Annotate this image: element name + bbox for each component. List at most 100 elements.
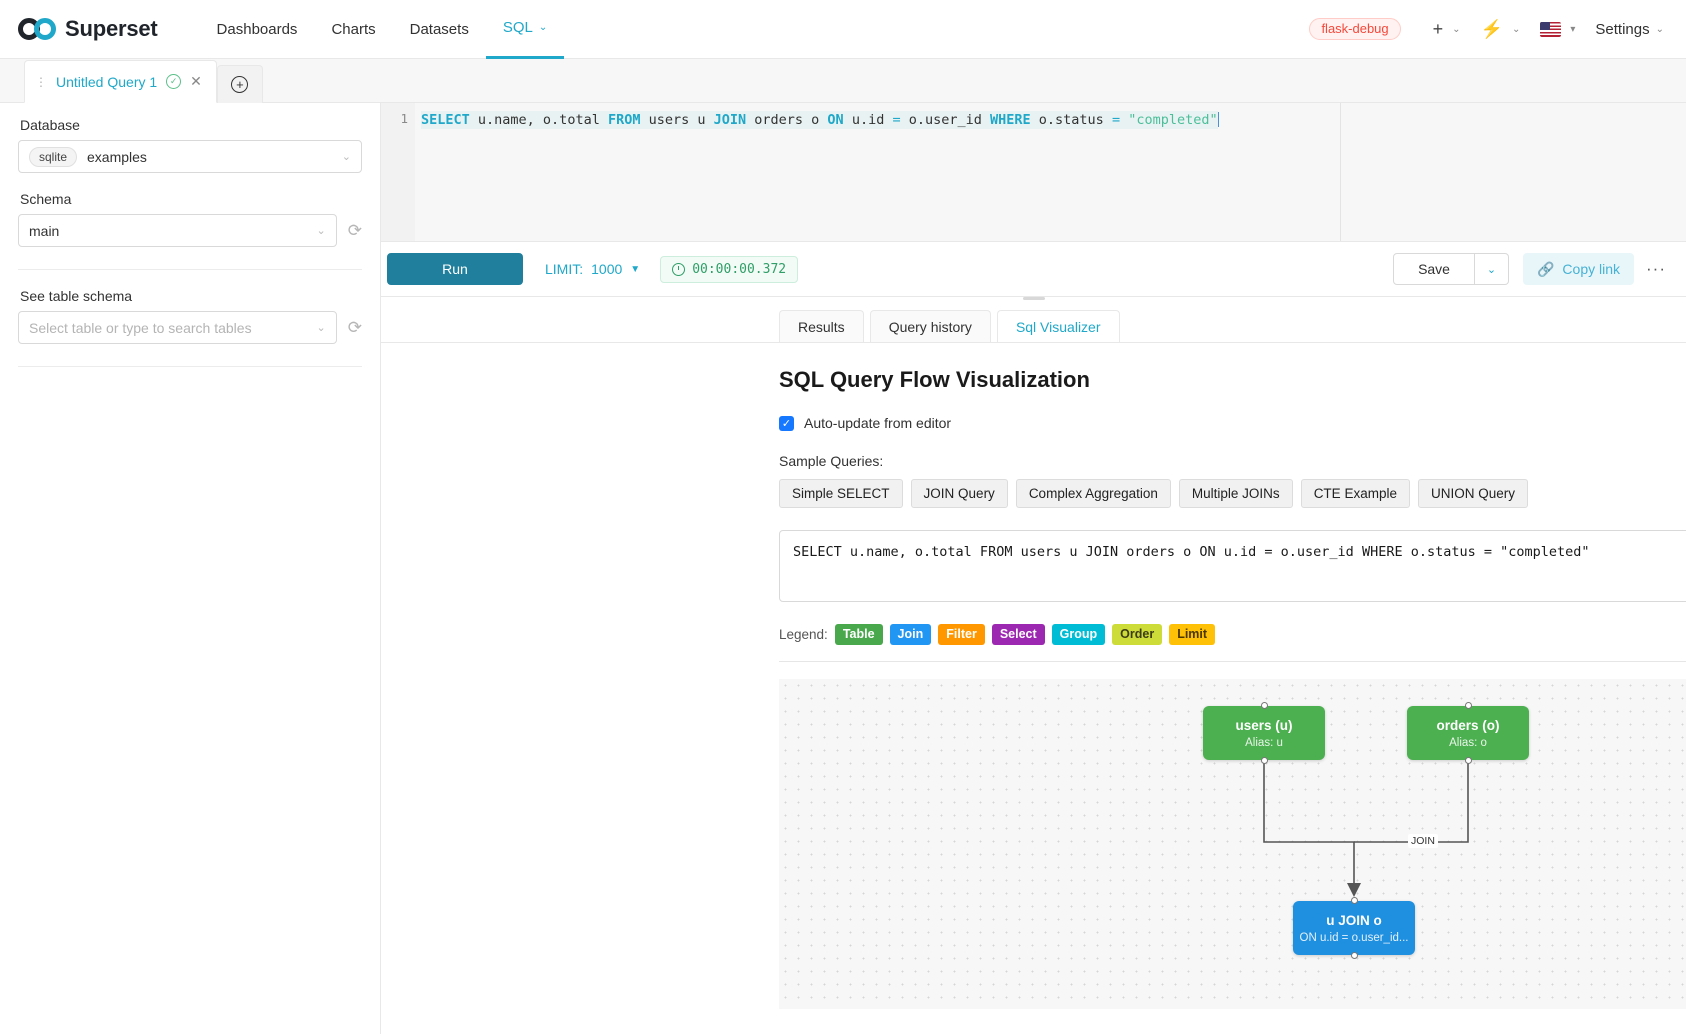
sql-visualizer-panel: SQL Query Flow Visualization ✓ Auto-upda…	[381, 343, 1686, 1034]
language-selector[interactable]: ▾	[1530, 21, 1585, 37]
editor-resize-handle[interactable]	[1022, 297, 1045, 300]
result-tab-bar: Results Query history Sql Visualizer	[381, 297, 1686, 343]
settings-menu[interactable]: Settings ⌄	[1585, 21, 1664, 38]
limit-dropdown[interactable]: LIMIT: 1000 ▼	[545, 261, 640, 277]
node-port-bottom	[1350, 952, 1358, 959]
auto-update-label[interactable]: Auto-update from editor	[804, 415, 952, 431]
lightning-bolt-icon[interactable]: ⚡⌄	[1480, 18, 1521, 39]
flow-node-title: orders (o)	[1436, 717, 1500, 733]
check-circle-icon: ✓	[166, 74, 182, 89]
legend-label: Legend:	[779, 627, 828, 642]
copy-link-button[interactable]: 🔗 Copy link	[1522, 253, 1635, 285]
refresh-schema-icon[interactable]: ⟳	[347, 220, 362, 240]
chevron-down-icon: ⌄	[1452, 23, 1461, 35]
limit-label: LIMIT:	[545, 261, 584, 277]
sample-query-cte-example[interactable]: CTE Example	[1300, 479, 1410, 508]
settings-label: Settings	[1595, 20, 1650, 38]
edge-orders-to-join	[1354, 762, 1469, 843]
query-tab-label: Untitled Query 1	[56, 73, 158, 90]
sample-query-simple-select[interactable]: Simple SELECT	[779, 479, 903, 508]
brand-name: Superset	[65, 16, 158, 41]
superset-logo-icon	[18, 18, 56, 40]
save-dropdown-toggle[interactable]: ⌄	[1474, 253, 1509, 285]
nav-link-datasets[interactable]: Datasets	[393, 0, 486, 59]
node-port-top	[1464, 702, 1472, 709]
table-select[interactable]: Select table or type to search tables ⌄	[18, 311, 337, 344]
more-options-icon[interactable]: ···	[1646, 259, 1666, 278]
query-flow-canvas[interactable]: JOIN users (u) Alias: u orders (o) Alias…	[779, 679, 1686, 1009]
query-tab-untitled-query-1[interactable]: ⋮ Untitled Query 1 ✓ ✕	[24, 60, 217, 103]
editor-vertical-rule	[1340, 103, 1341, 241]
editor-code-area[interactable]: SELECT u.name, o.total FROM users u JOIN…	[415, 103, 1686, 241]
run-button[interactable]: Run	[387, 253, 523, 285]
sample-query-union-query[interactable]: UNION Query	[1417, 479, 1528, 508]
superset-brand[interactable]: Superset	[18, 16, 158, 42]
node-port-bottom	[1464, 757, 1472, 764]
save-button-group: Save ⌄	[1393, 253, 1509, 285]
chevron-down-icon: ⌄	[1655, 23, 1664, 35]
chevron-down-icon: ⌄	[341, 151, 351, 163]
nav-link-dashboards[interactable]: Dashboards	[200, 0, 315, 59]
table-schema-label: See table schema	[20, 288, 133, 304]
flask-debug-badge: flask-debug	[1309, 18, 1401, 40]
schema-select[interactable]: main ⌄	[18, 214, 337, 247]
primary-nav: Dashboards Charts Datasets SQL ⌄	[200, 0, 565, 59]
sample-query-join-query[interactable]: JOIN Query	[910, 479, 1008, 508]
database-value: examples	[87, 148, 147, 165]
legend-chip-order: Order	[1112, 624, 1163, 645]
table-select-placeholder: Select table or type to search tables	[29, 319, 252, 336]
nav-link-label: Dashboards	[216, 20, 298, 38]
sql-input-textarea[interactable]	[779, 530, 1686, 602]
auto-update-checkbox[interactable]: ✓	[779, 415, 794, 431]
main-panel: 1 SELECT u.name, o.total FROM users u JO…	[381, 103, 1686, 1034]
drag-handle-icon[interactable]: ⋮	[35, 74, 47, 89]
refresh-tables-icon[interactable]: ⟳	[347, 317, 362, 337]
chevron-down-icon: ⌄	[316, 225, 326, 237]
line-number: 1	[400, 111, 408, 126]
legend-chip-table: Table	[834, 624, 883, 645]
plus-icon[interactable]: +⌄	[1432, 18, 1461, 39]
flow-node-users[interactable]: users (u) Alias: u	[1203, 702, 1325, 764]
navbar-right: flask-debug +⌄ ⚡⌄ ▾ Settings ⌄	[1309, 18, 1664, 40]
nav-link-label: Datasets	[409, 20, 469, 38]
node-port-top	[1260, 702, 1268, 709]
top-navbar: Superset Dashboards Charts Datasets SQL …	[0, 0, 1686, 59]
editor-toolbar: Run LIMIT: 1000 ▼ 00:00:00.372 Save ⌄ 🔗 …	[381, 242, 1686, 300]
sample-query-complex-aggregation[interactable]: Complex Aggregation	[1015, 479, 1171, 508]
legend-chip-group: Group	[1051, 624, 1106, 645]
save-button[interactable]: Save	[1393, 253, 1475, 285]
database-select[interactable]: sqlite examples ⌄	[18, 140, 362, 173]
nav-link-sql[interactable]: SQL ⌄	[485, 0, 565, 59]
text-caret	[1217, 112, 1219, 127]
sample-query-multiple-joins[interactable]: Multiple JOINs	[1178, 479, 1293, 508]
editor-code-line: SELECT u.name, o.total FROM users u JOIN…	[421, 111, 1218, 129]
flow-edges	[1263, 762, 1469, 897]
caret-down-icon: ▼	[630, 263, 641, 275]
node-port-top	[1350, 897, 1358, 904]
page-title: SQL Query Flow Visualization	[779, 367, 1090, 392]
add-query-tab-button[interactable]: +	[216, 65, 263, 103]
database-engine-chip: sqlite	[29, 146, 78, 167]
sidebar-divider	[18, 269, 362, 270]
clock-icon	[672, 262, 686, 276]
schema-value: main	[29, 222, 60, 239]
copy-link-label: Copy link	[1562, 261, 1621, 277]
close-icon[interactable]: ✕	[190, 73, 202, 89]
flow-node-subtitle: Alias: u	[1245, 736, 1283, 749]
sample-queries-label: Sample Queries:	[779, 453, 884, 469]
flow-node-subtitle: ON u.id = o.user_id...	[1299, 931, 1409, 944]
nav-link-charts[interactable]: Charts	[314, 0, 392, 59]
flow-node-join[interactable]: u JOIN o ON u.id = o.user_id...	[1293, 897, 1415, 959]
tab-results[interactable]: Results	[779, 310, 864, 343]
sql-editor[interactable]: 1 SELECT u.name, o.total FROM users u JO…	[381, 103, 1686, 242]
chevron-down-icon: ⌄	[538, 22, 548, 33]
plus-circle-icon: +	[231, 76, 249, 93]
timer-value: 00:00:00.372	[692, 261, 787, 277]
flow-node-title: u JOIN o	[1326, 912, 1382, 928]
link-icon: 🔗	[1536, 260, 1555, 277]
node-port-bottom	[1260, 757, 1268, 764]
us-flag-icon	[1540, 21, 1562, 37]
tab-query-history[interactable]: Query history	[869, 310, 991, 343]
tab-sql-visualizer[interactable]: Sql Visualizer	[996, 310, 1120, 343]
flow-node-orders[interactable]: orders (o) Alias: o	[1407, 702, 1529, 764]
